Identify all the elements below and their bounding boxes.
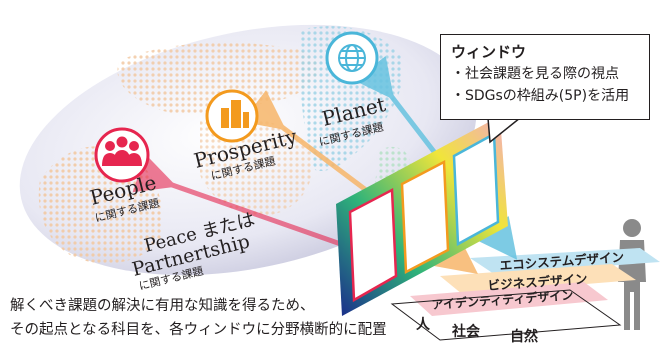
base-plane: [390, 289, 622, 341]
people-node: [94, 127, 150, 183]
callout-title: ウィンドウ: [451, 43, 527, 61]
pane-planet: [452, 131, 500, 247]
prosperity-node: [205, 89, 259, 143]
callout-line-2: ・SDGsの枠組み(5P)を活用: [451, 88, 630, 104]
callout-line-1: ・社会課題を見る際の視点: [451, 66, 619, 82]
bar-business-label: ビジネスデザイン: [487, 271, 588, 293]
window-frame: [336, 116, 508, 316]
bar-business: [440, 264, 636, 294]
axis-label-person: 人: [416, 316, 431, 333]
axis-label-society: 社会: [451, 323, 481, 340]
bar-ecosystem: [470, 248, 660, 274]
caption: 解くべき課題の解決に有用な知識を得るため、 その起点となる科目を、各ウィンドウに…: [10, 294, 387, 342]
pane-people: [348, 187, 398, 303]
pane-prosperity: [400, 159, 450, 275]
axis-label-nature: 自然: [510, 328, 538, 345]
caption-line-2: その起点となる科目を、各ウィンドウに分野横断的に配置: [10, 322, 387, 338]
window-callout: ウィンドウ ・社会課題を見る際の視点 ・SDGsの枠組み(5P)を活用: [440, 34, 650, 120]
caption-line-1: 解くべき課題の解決に有用な知識を得るため、: [10, 298, 315, 314]
callout-pointer: [487, 117, 523, 144]
planet-node: [325, 31, 379, 85]
design-layers: エコシステムデザイン ビジネスデザイン アイデンティティデザイン 人 社会 自然: [390, 248, 660, 345]
